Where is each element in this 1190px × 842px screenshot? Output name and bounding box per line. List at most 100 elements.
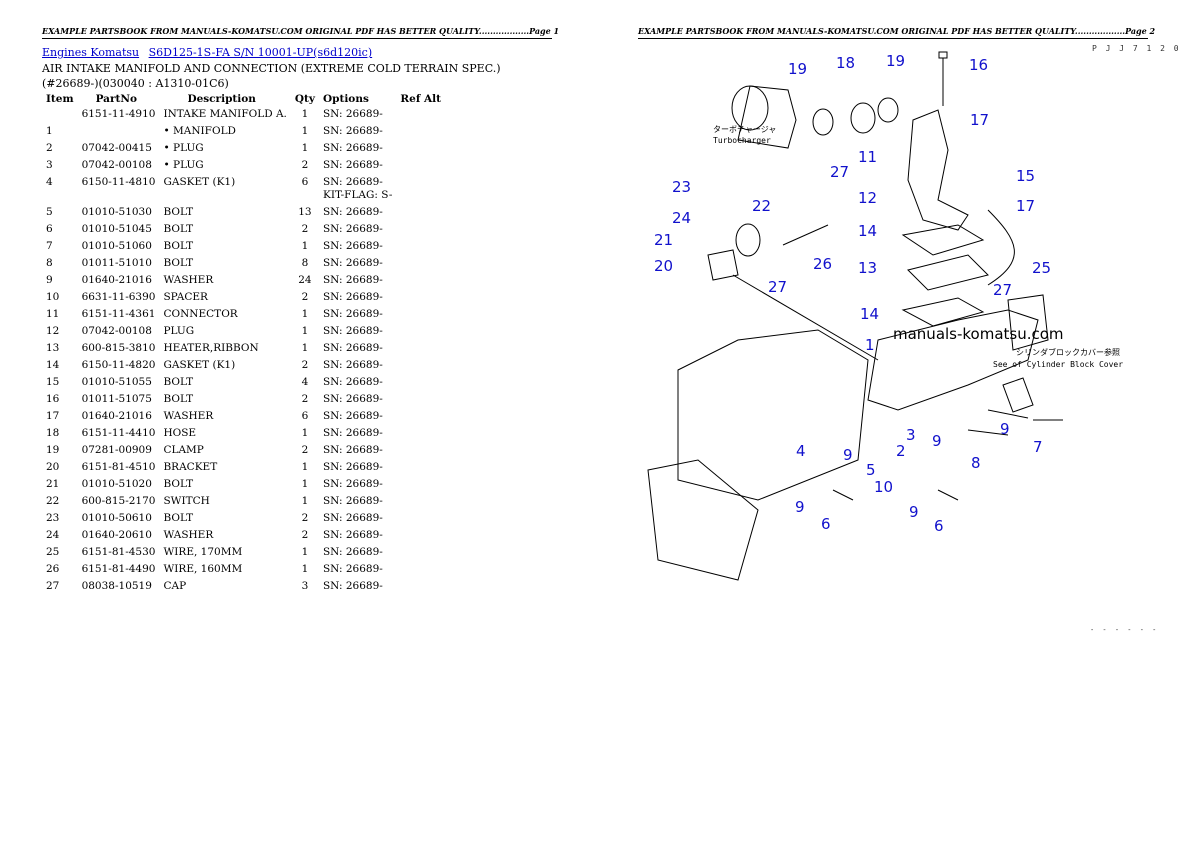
cell-qty: 1	[301, 125, 309, 137]
cell-partno: 07042-00108	[81, 159, 152, 171]
cell-options: SN: 26689-	[322, 308, 383, 320]
cell-partno: 01010-51055	[81, 376, 152, 388]
cell-refalt	[396, 342, 445, 359]
cell-item: 7	[46, 240, 53, 252]
callout-4: 4	[796, 442, 806, 460]
cell-partno	[78, 125, 160, 142]
cell-qty: 1	[301, 478, 309, 490]
cell-description: BRACKET	[163, 461, 218, 473]
cell-description: WIRE, 170MM	[163, 546, 243, 558]
cell-options: SN: 26689-	[322, 495, 383, 507]
cell-item: 4	[46, 176, 53, 188]
breadcrumb-link-model[interactable]: S6D125-1S-FA S/N 10001-UP(s6d120ic)	[148, 46, 373, 59]
col-header-options: Options	[322, 93, 369, 105]
page-header-1: EXAMPLE PARTSBOOK FROM MANUALS-KOMATSU.C…	[42, 26, 559, 39]
cell-item: 15	[46, 376, 60, 388]
cell-qty: 1	[301, 308, 309, 320]
callout-17b: 17	[1016, 197, 1035, 215]
callout-10: 10	[874, 478, 893, 496]
cell-item: 21	[46, 478, 60, 490]
cell-refalt	[396, 274, 445, 291]
callout-21: 21	[654, 231, 673, 249]
cell-partno: 01010-50610	[81, 512, 152, 524]
callout-19a: 19	[788, 60, 807, 78]
cell-description: GASKET (K1)	[163, 176, 236, 188]
callout-8: 8	[971, 454, 981, 472]
cell-refalt	[396, 240, 445, 257]
callout-7: 7	[1033, 438, 1043, 456]
cell-qty: 1	[301, 142, 309, 154]
cell-partno: 08038-10519	[81, 580, 152, 592]
cell-partno: 6150-11-4810	[81, 176, 156, 188]
cell-description: WASHER	[163, 274, 214, 286]
cell-options: SN: 26689-	[322, 257, 383, 269]
callout-18: 18	[836, 54, 855, 72]
cell-options: SN: 26689-	[322, 529, 383, 541]
col-header-qty: Qty	[294, 93, 315, 105]
bracket-shape	[707, 249, 739, 281]
cell-partno: 6151-81-4510	[81, 461, 156, 473]
cell-options: SN: 26689-	[322, 159, 383, 171]
cell-refalt	[396, 546, 445, 563]
cell-item: 19	[46, 444, 60, 456]
watermark: manuals-komatsu.com	[893, 325, 1064, 343]
cell-refalt	[396, 308, 445, 325]
col-header-refalt: Ref Alt	[400, 93, 441, 105]
callout-9c: 9	[843, 446, 853, 464]
cell-refalt	[396, 176, 445, 206]
cell-item: 27	[46, 580, 60, 592]
callout-27b: 27	[768, 278, 787, 296]
cell-qty: 2	[301, 444, 309, 456]
cell-partno: 01011-51075	[81, 393, 152, 405]
callout-3: 3	[906, 426, 916, 444]
cell-qty: 4	[301, 376, 309, 388]
cell-partno: 6151-11-4410	[81, 427, 156, 439]
cell-qty: 1	[301, 342, 309, 354]
cell-description: BOLT	[163, 240, 194, 252]
cell-item: 17	[46, 410, 60, 422]
cell-qty: 24	[298, 274, 312, 286]
cell-description: WASHER	[163, 410, 214, 422]
cell-qty: 1	[301, 563, 309, 575]
cell-item: 20	[46, 461, 60, 473]
cell-description: BOLT	[163, 206, 194, 218]
cell-item: 24	[46, 529, 60, 541]
callout-6a: 6	[821, 515, 831, 533]
callout-2: 2	[896, 442, 906, 460]
cell-partno: 6150-11-4820	[81, 359, 156, 371]
cell-description: CONNECTOR	[163, 308, 238, 320]
engine-block-shape	[677, 329, 869, 501]
cell-refalt	[396, 393, 445, 410]
cell-refalt	[396, 206, 445, 223]
cell-refalt	[396, 108, 445, 125]
cover-label: See of Cylinder Block Cover	[993, 360, 1123, 369]
page-header-2: EXAMPLE PARTSBOOK FROM MANUALS-KOMATSU.C…	[638, 26, 1155, 39]
cell-item: 14	[46, 359, 60, 371]
callout-6b: 6	[934, 517, 944, 535]
callout-16: 16	[969, 56, 988, 74]
col-header-item: Item	[46, 93, 74, 105]
cell-partno: 07042-00108	[81, 325, 152, 337]
options-kit-flag: KIT-FLAG: S-	[322, 189, 393, 201]
cell-refalt	[396, 512, 445, 529]
cell-item: 11	[46, 308, 60, 320]
cell-options: SN: 26689-	[322, 376, 383, 388]
cell-refalt	[396, 257, 445, 274]
cell-qty: 2	[301, 291, 309, 303]
cell-qty: 1	[301, 108, 309, 120]
breadcrumb-link-engines[interactable]: Engines Komatsu	[42, 46, 140, 59]
cell-options: SN: 26689-	[322, 359, 383, 371]
cell-partno: 01640-21016	[81, 274, 152, 286]
cell-partno: 600-815-2170	[81, 495, 156, 507]
cell-item	[42, 108, 78, 125]
